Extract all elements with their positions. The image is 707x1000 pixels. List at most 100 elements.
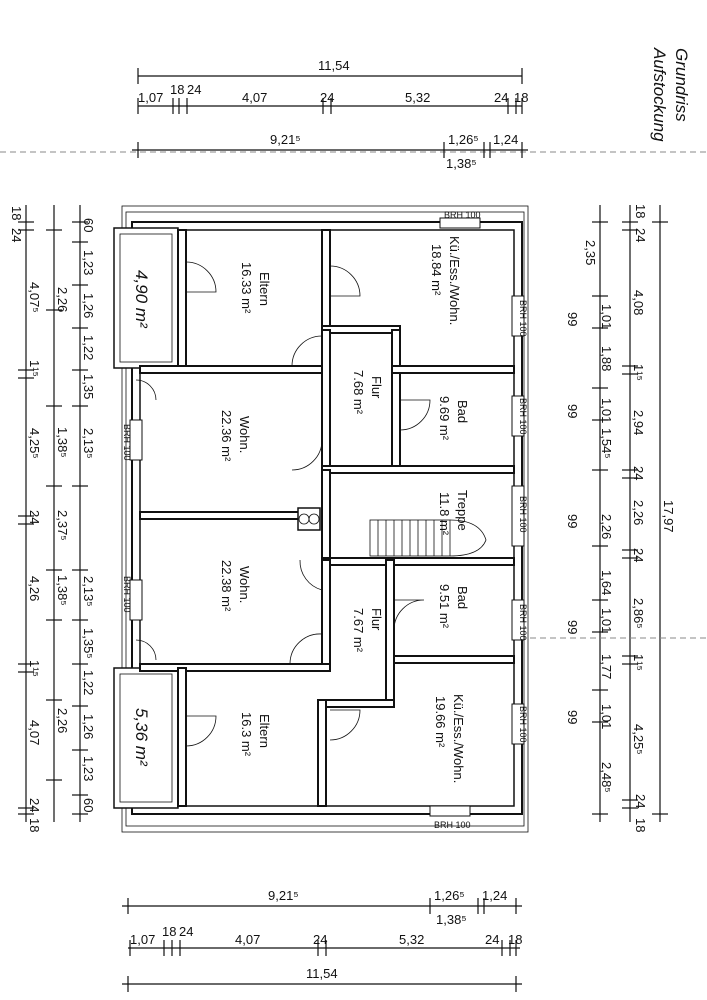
left-outer-7: 4,26: [27, 576, 42, 601]
room-labels: Eltern 16.33 m² Kü./Ess./Wohn. 18.84 m² …: [219, 236, 470, 783]
bottom-seg-3: 24: [179, 924, 193, 939]
bottom-seg-7: 24: [485, 932, 499, 947]
room-bad-top: Bad 9.69 m²: [437, 396, 470, 441]
right-b-7: 1,01: [599, 608, 614, 633]
bottom-dimension-chain: 9,21⁵ 1,26⁵ 1,24 1,38⁵ 1,07 18 24 4,07 2…: [122, 888, 522, 992]
top-seg-8: 18: [514, 90, 528, 105]
left-inner-3: 1,26: [81, 293, 96, 318]
right-c-2: 24: [633, 228, 648, 242]
room-bad-bottom-name: Bad: [455, 586, 470, 609]
top-seg-2: 18: [170, 82, 184, 97]
brh-labels: BRH 100 BRH 100 BRH 100 BRH 100 BRH 100 …: [122, 210, 528, 830]
right-a-1: 2,35: [583, 240, 598, 265]
room-wohn-bottom-name: Wohn.: [237, 566, 252, 603]
handwritten-title: Grundriss Aufstockung: [650, 47, 691, 142]
right-c-6: 24: [631, 466, 646, 480]
windows: [129, 217, 525, 817]
brh-east-4: BRH 100: [518, 604, 528, 641]
right-c-11: 4,25⁵: [631, 724, 646, 755]
left-inner-1: 60: [81, 218, 96, 232]
title-line-2: Aufstockung: [650, 47, 669, 142]
staircase: [369, 519, 487, 557]
right-a-5: 99: [565, 620, 580, 634]
room-bad-bottom: Bad 9.51 m²: [437, 584, 470, 629]
room-treppe-area: 11.8 m²: [437, 492, 452, 536]
right-b-8: 1,77: [599, 654, 614, 679]
bottom-seg-8: 18: [508, 932, 522, 947]
right-c-8: 24: [631, 548, 646, 562]
left-mid-1: 2,26: [55, 287, 70, 312]
right-c-10: 1¹⁵: [631, 654, 646, 671]
room-flur-top: Flur 7.68 m²: [351, 370, 384, 415]
left-inner-10: 1,26: [81, 714, 96, 739]
room-kue-top-area: 18.84 m²: [429, 244, 444, 296]
left-outer-10: 24: [27, 798, 42, 812]
room-kue-top-name: Kü./Ess./Wohn.: [447, 236, 462, 325]
room-wohn-top: Wohn. 22.36 m²: [219, 410, 252, 462]
right-b-4: 1,54⁵: [599, 428, 614, 459]
top-row3-c: 1,24: [493, 132, 518, 147]
right-a-2: 99: [565, 312, 580, 326]
right-a-6: 99: [565, 710, 580, 724]
room-eltern-bottom-area: 16.3 m²: [239, 712, 254, 757]
right-c-12: 24: [633, 794, 648, 808]
left-dimension-chain: 18 24 4,07⁵ 1¹⁵ 4,25⁵ 24 4,26 1¹⁵ 4,07 2…: [9, 205, 96, 832]
bottom-overall-dim: 11,54: [306, 966, 338, 981]
top-row3-sub: 1,38⁵: [446, 156, 477, 171]
room-kue-bottom: Kü./Ess./Wohn. 19.66 m²: [433, 694, 466, 783]
left-mid-2: 1,38⁵: [55, 427, 70, 458]
left-outer-1: 18: [9, 206, 24, 220]
left-outer-8: 1¹⁵: [27, 660, 42, 677]
bottom-row1-sub: 1,38⁵: [436, 912, 467, 927]
room-kue-top: Kü./Ess./Wohn. 18.84 m²: [429, 236, 462, 325]
room-treppe: Treppe 11.8 m²: [437, 490, 470, 536]
bottom-row1-a: 9,21⁵: [268, 888, 299, 903]
right-c-13: 18: [633, 818, 648, 832]
balcony-bottom: 5,36 m²: [113, 667, 179, 809]
top-row3-a: 9,21⁵: [270, 132, 301, 147]
room-eltern-top-name: Eltern: [257, 272, 272, 306]
left-inner-5: 1,35: [81, 374, 96, 399]
right-dimension-chain: 2,35 99 99 99 99 99 1,01 1,88 1,01 1,54⁵…: [420, 204, 707, 832]
left-outer-11: 18: [27, 818, 42, 832]
balcony-top: 4,90 m²: [113, 227, 179, 369]
room-flur-bottom: Flur 7.67 m²: [351, 608, 384, 653]
top-seg-6: 5,32: [405, 90, 430, 105]
bottom-row1-c: 1,24: [482, 888, 507, 903]
left-outer-5: 4,25⁵: [27, 428, 42, 459]
top-seg-4: 4,07: [242, 90, 267, 105]
right-overall-dim: 17,97: [661, 500, 676, 533]
room-kue-bottom-name: Kü./Ess./Wohn.: [451, 694, 466, 783]
brh-east-2: BRH 100: [518, 398, 528, 435]
bottom-row1-b: 1,26⁵: [434, 888, 465, 903]
right-c-7: 2,26: [631, 500, 646, 525]
right-c-4: 1¹⁵: [631, 364, 646, 381]
room-wohn-top-area: 22.36 m²: [219, 410, 234, 462]
right-c-9: 2,86⁵: [631, 598, 646, 629]
right-c-1: 18: [633, 204, 648, 218]
room-bad-bottom-area: 9.51 m²: [437, 584, 452, 629]
right-b-5: 2,26: [599, 514, 614, 539]
room-eltern-bottom-name: Eltern: [257, 714, 272, 748]
right-b-9: 1,01: [599, 704, 614, 729]
top-seg-3: 24: [187, 82, 201, 97]
room-flur-top-area: 7.68 m²: [351, 370, 366, 415]
bottom-seg-1: 1,07: [130, 932, 155, 947]
room-wohn-bottom-area: 22.38 m²: [219, 560, 234, 612]
left-outer-6: 24: [27, 510, 42, 524]
left-inner-2: 1,23: [81, 250, 96, 275]
left-mid-5: 2,26: [55, 708, 70, 733]
brh-west-top: BRH 100: [122, 424, 132, 461]
balcony-bottom-area: 5,36 m²: [132, 708, 151, 767]
top-seg-1: 1,07: [138, 90, 163, 105]
room-eltern-top: Eltern 16.33 m²: [239, 262, 272, 314]
bottom-seg-5: 24: [313, 932, 327, 947]
top-seg-7: 24: [494, 90, 508, 105]
top-dimension-chain: 11,54 1,07 18 24 4,07 24 5,32 24 18 9,21…: [0, 58, 707, 171]
bottom-seg-2: 18: [162, 924, 176, 939]
right-c-3: 4,08: [631, 290, 646, 315]
brh-east-5: BRH 100: [518, 706, 528, 743]
brh-east-3: BRH 100: [518, 496, 528, 533]
room-flur-top-name: Flur: [369, 376, 384, 399]
left-outer-3: 4,07⁵: [27, 282, 42, 313]
